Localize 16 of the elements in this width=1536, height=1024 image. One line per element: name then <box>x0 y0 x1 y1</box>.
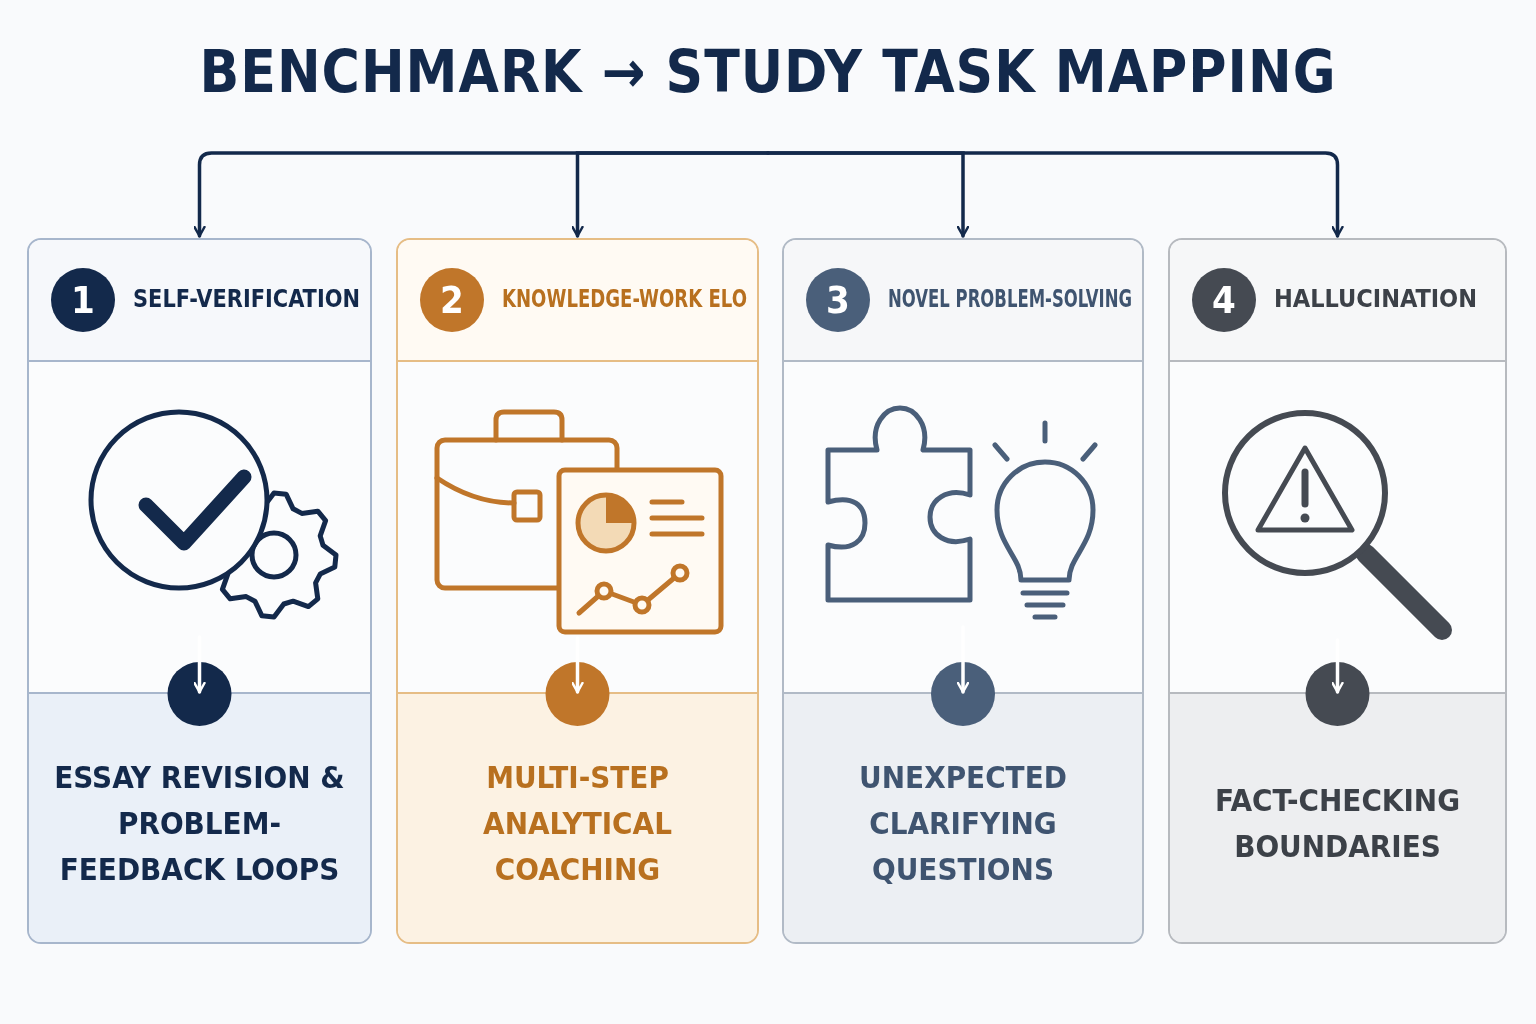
card-title: SELF-VERIFICATION <box>133 284 360 313</box>
card <box>396 238 759 944</box>
arrow <box>571 151 770 238</box>
result-panel: MULTI-STEP ANALYTICAL COACHING <box>398 692 757 942</box>
briefcase-chart-icon <box>434 408 726 638</box>
card-title: KNOWLEDGE-WORK ELO <box>502 284 747 313</box>
card <box>1168 238 1507 944</box>
result-panel: ESSAY REVISION & PROBLEM-FEEDBACK LOOPS <box>29 692 370 942</box>
arrow <box>766 151 1344 238</box>
card <box>27 238 372 944</box>
result-panel: UNEXPECTED CLARIFYING QUESTIONS <box>784 692 1142 942</box>
card-title: NOVEL PROBLEM-SOLVING <box>888 284 1132 313</box>
card <box>782 238 1144 944</box>
result-panel: FACT-CHECKING BOUNDARIES <box>1170 692 1505 942</box>
title: BENCHMARK → STUDY TASK MAPPING <box>199 38 1337 106</box>
card-title: HALLUCINATION <box>1274 284 1478 313</box>
